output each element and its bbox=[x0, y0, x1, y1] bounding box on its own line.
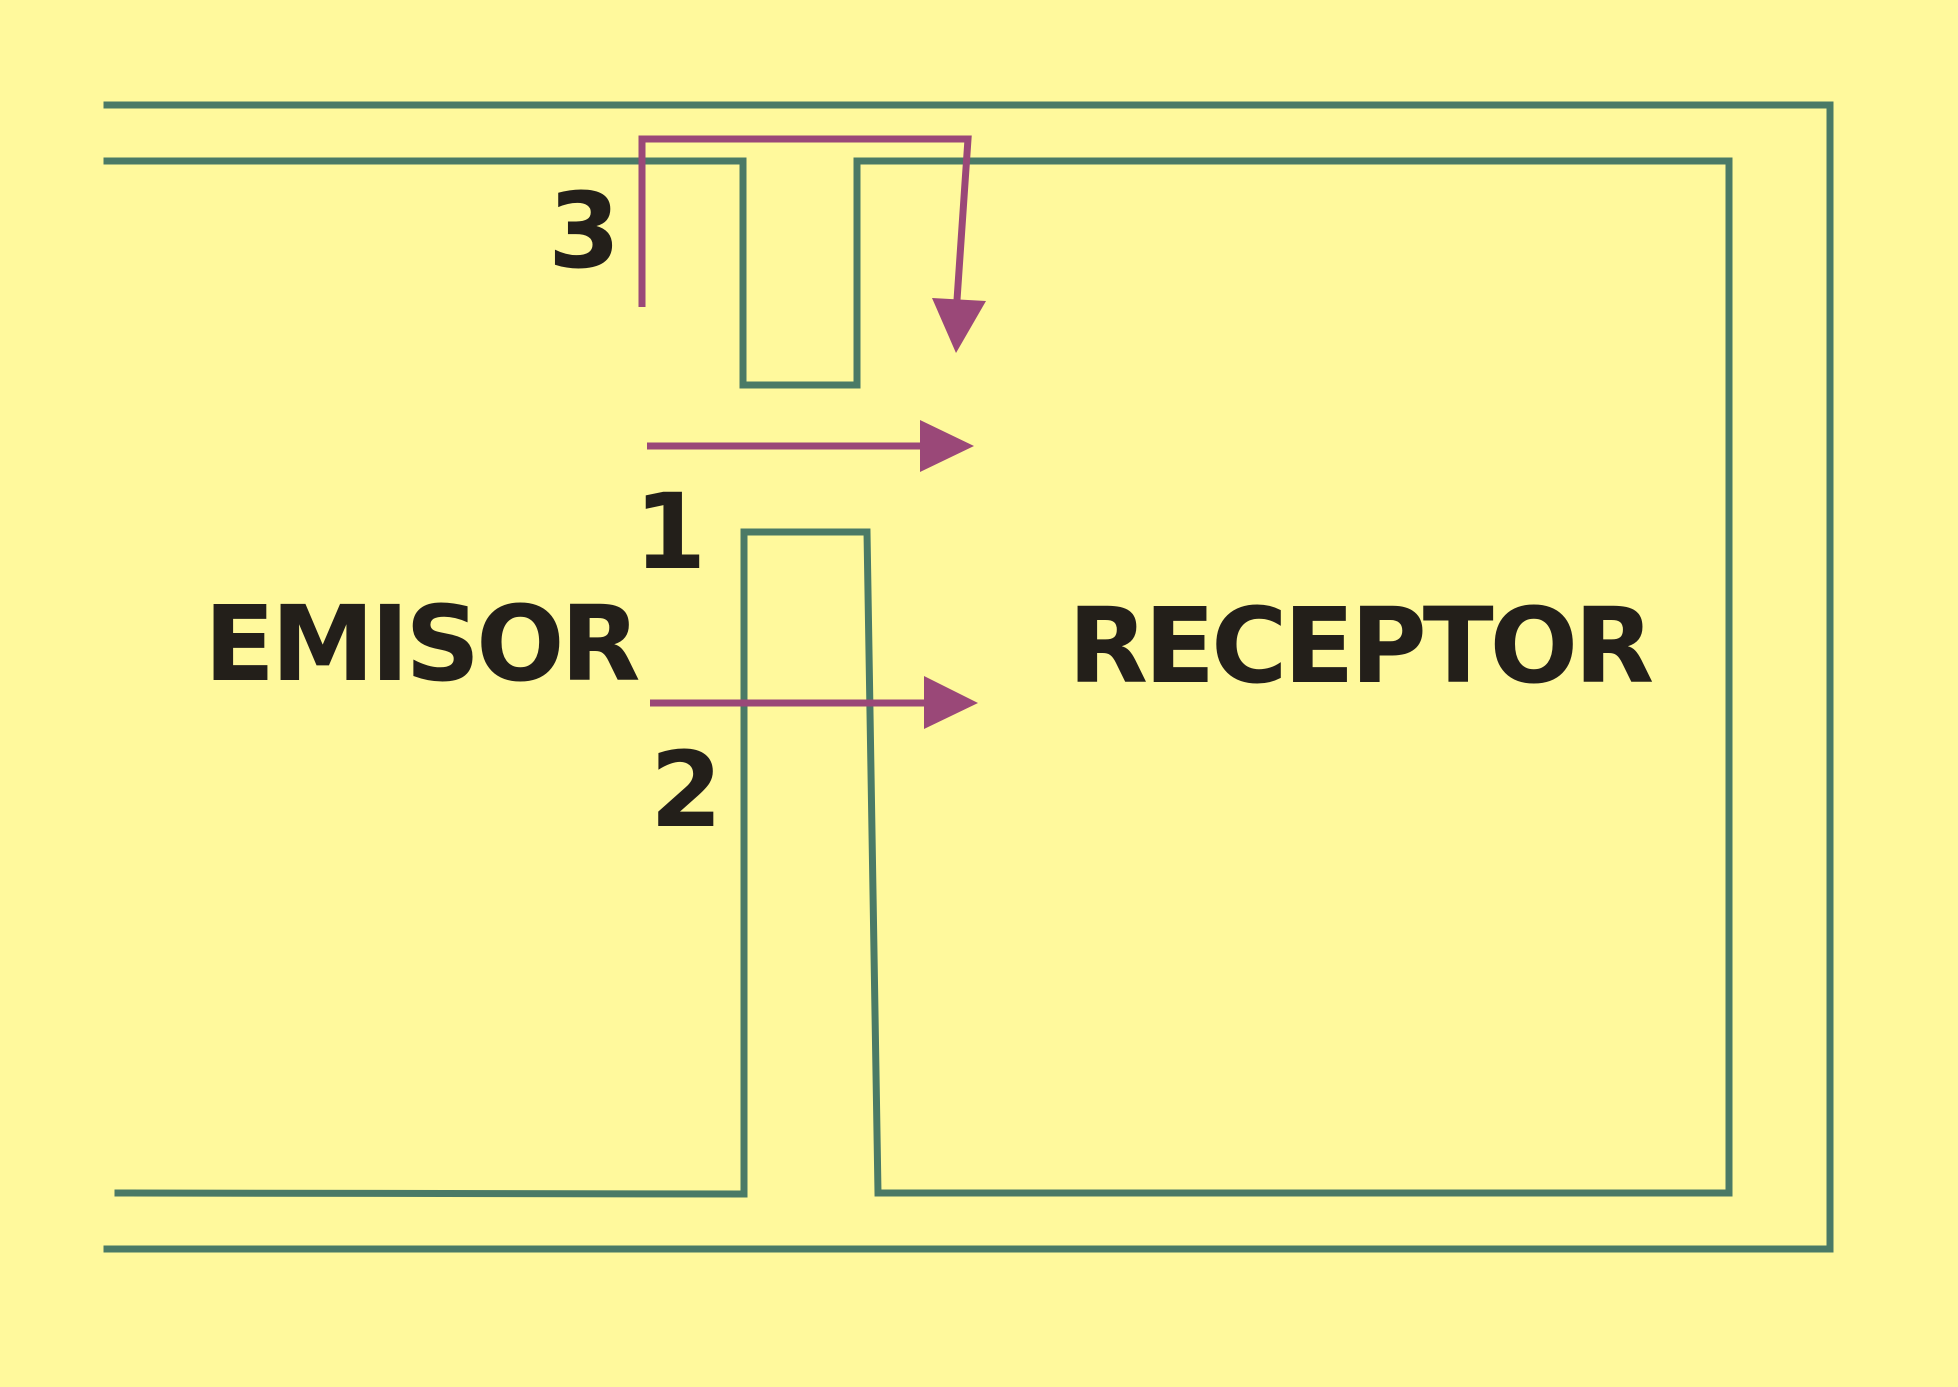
emitter-label: EMISOR bbox=[204, 583, 639, 705]
ray-1-arrowhead bbox=[920, 420, 974, 472]
labels: EMISOR RECEPTOR 1 2 3 bbox=[204, 170, 1656, 851]
outer-boundary-wall bbox=[103, 101, 1834, 1253]
walls bbox=[103, 101, 1834, 1253]
ray-3-arrowhead bbox=[932, 298, 986, 353]
obstacle-wall bbox=[114, 528, 1733, 1198]
ray-3-path bbox=[638, 135, 972, 307]
path-label-3: 3 bbox=[548, 170, 620, 292]
receiver-label: RECEPTOR bbox=[1068, 585, 1652, 707]
ray-2-arrowhead bbox=[924, 676, 978, 729]
inner-top-wall bbox=[103, 157, 1733, 1196]
path-label-1: 1 bbox=[634, 471, 706, 593]
path-label-2: 2 bbox=[650, 729, 722, 851]
rays bbox=[638, 135, 986, 729]
